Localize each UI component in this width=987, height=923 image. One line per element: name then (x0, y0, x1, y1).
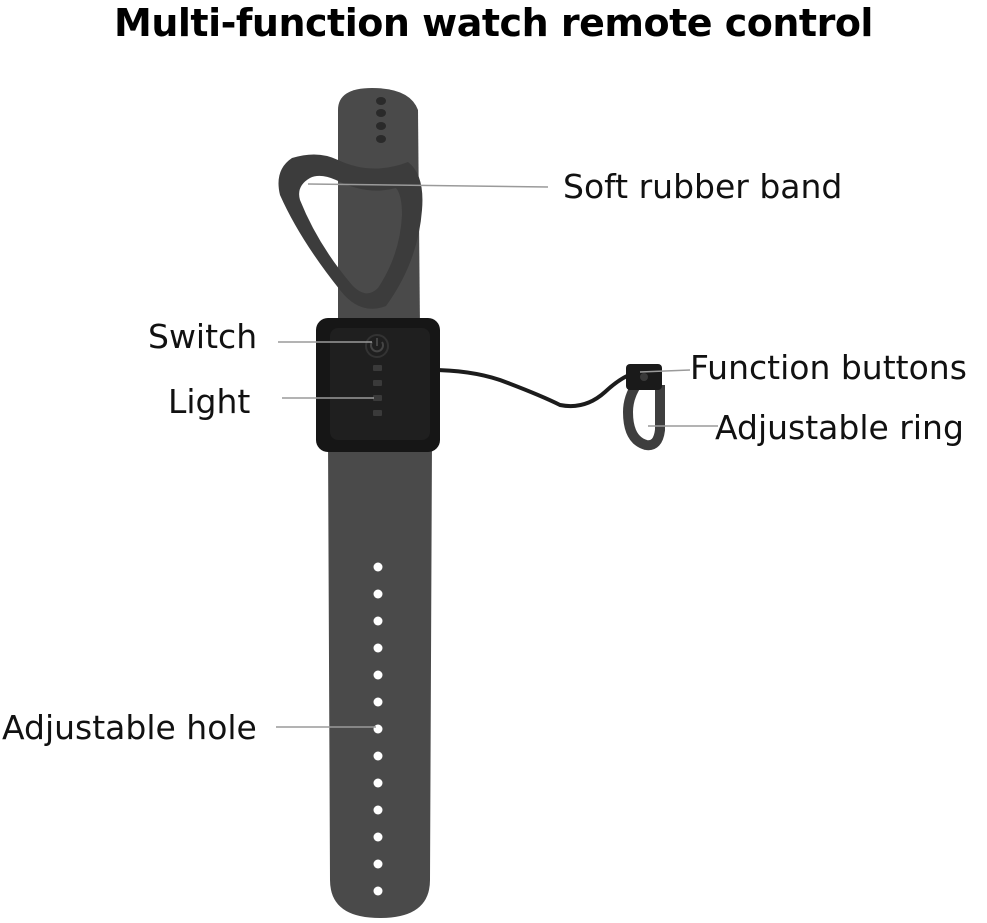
power-icon (365, 334, 389, 358)
label-function-buttons: Function buttons (690, 348, 967, 387)
label-switch: Switch (148, 317, 258, 356)
leader-soft-rubber-band (307, 183, 549, 188)
label-adjustable-hole: Adjustable hole (2, 708, 257, 747)
leader-function-buttons (639, 369, 691, 373)
cable (429, 368, 633, 409)
label-light: Light (168, 382, 251, 421)
light-indicators (373, 365, 382, 416)
leader-lines (276, 183, 718, 728)
function-button (640, 373, 648, 381)
soft-rubber-band (278, 154, 423, 309)
label-adjustable-ring: Adjustable ring (715, 408, 964, 447)
label-soft-rubber-band: Soft rubber band (563, 167, 843, 206)
diagram-title: Multi-function watch remote control (114, 1, 873, 45)
adjustable-ring (622, 376, 665, 451)
strap-pins (376, 97, 386, 143)
